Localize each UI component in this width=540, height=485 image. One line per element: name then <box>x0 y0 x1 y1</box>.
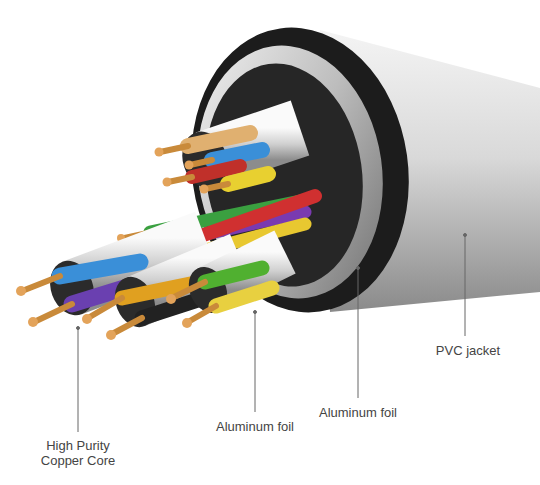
leader-line <box>78 328 79 432</box>
cable-part <box>188 133 250 146</box>
outer-aluminum-foil <box>181 33 399 310</box>
cable-part <box>112 318 142 334</box>
bottom-right-shielded-pair <box>166 252 285 328</box>
jacket-cut-face <box>173 13 427 326</box>
cable-part <box>188 306 216 322</box>
cable-part <box>160 146 188 152</box>
cable-part <box>172 282 205 298</box>
cable-part <box>228 174 268 184</box>
cable-part <box>166 294 176 304</box>
cable-part <box>163 178 172 187</box>
leader-line <box>358 268 359 398</box>
leader-dot <box>357 267 360 270</box>
cable-part <box>216 288 272 306</box>
cable-part <box>60 262 140 276</box>
part-label: Aluminum foil <box>195 419 315 434</box>
leader-lines <box>77 234 467 433</box>
leader-dot <box>464 234 467 237</box>
leader-line <box>255 312 256 412</box>
leader-dot <box>77 327 80 330</box>
part-label: High Purity Copper Core <box>28 438 128 468</box>
cable-part <box>185 161 194 170</box>
cable-part <box>106 330 116 340</box>
cable-part <box>212 150 262 160</box>
cable-part <box>22 276 60 291</box>
cable-part <box>200 185 209 194</box>
part-label: Aluminum foil <box>298 405 418 420</box>
cable-cavity <box>191 53 377 297</box>
cable-part <box>34 304 72 322</box>
cable-part <box>28 317 38 327</box>
cable-part <box>88 298 122 318</box>
cable-part <box>182 318 192 328</box>
top-shielded-pair <box>155 126 301 195</box>
cable-part <box>205 268 262 282</box>
cable-part <box>155 148 164 157</box>
part-label: PVC jacket <box>413 343 523 358</box>
cable-part <box>16 286 26 296</box>
leader-dot <box>254 311 257 314</box>
cable-part <box>205 184 228 189</box>
leader-line <box>465 235 466 336</box>
cable-part <box>168 177 192 182</box>
cable-part <box>82 314 92 324</box>
